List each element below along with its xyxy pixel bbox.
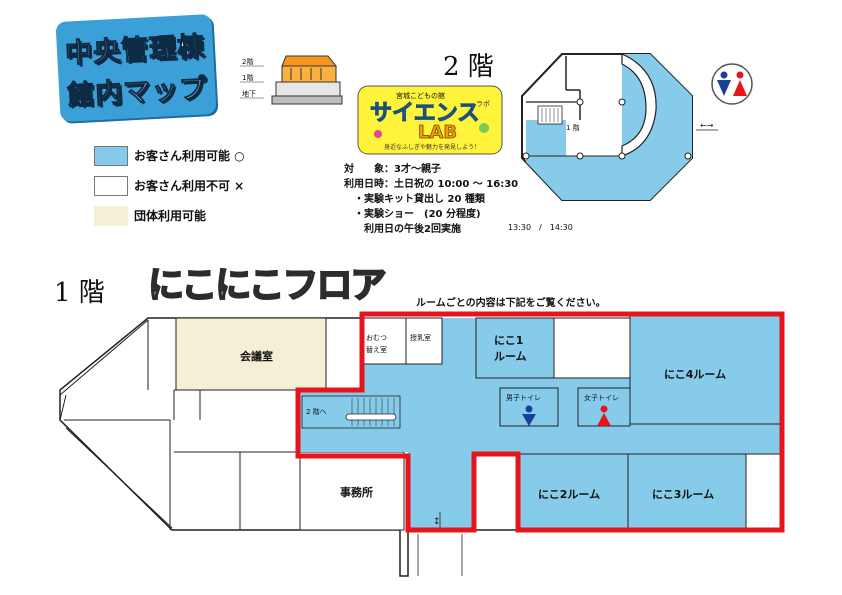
- niko1-room-label-1: にこ1: [494, 334, 523, 347]
- meeting-room: [175, 317, 327, 391]
- diaper-room-label-2: 替え室: [366, 345, 387, 354]
- legend-swatch-unavailable: [94, 176, 128, 196]
- info-kits: ・実験キット貸出し 20 種類: [344, 194, 485, 205]
- floor2-stair-label: 1 階: [566, 123, 580, 132]
- legend-group: 団体利用可能: [134, 209, 207, 223]
- section-label-2f: 2階: [242, 57, 253, 66]
- floor1-label: 1 階: [54, 278, 105, 308]
- floor2-door-arrow: ←→: [700, 121, 714, 130]
- niko4-room: [629, 313, 783, 425]
- lab-logo-top: 宮城こどもの館: [396, 91, 445, 100]
- info-target: 対 象：3才～親子: [344, 164, 441, 175]
- office-room-label: 事務所: [340, 485, 373, 499]
- niko3-room-label: にこ3ルーム: [652, 488, 714, 501]
- info-show-times: 13:30 / 14:30: [508, 223, 573, 232]
- science-lab-logo: 宮城こどもの館 サイエンス ラボ LAB 身近なふしぎや魅力を発見しよう！: [357, 85, 503, 155]
- lab-logo-text: サイエンス: [370, 101, 479, 126]
- niko3-room: [627, 453, 747, 531]
- meeting-room-label: 会議室: [240, 349, 273, 363]
- info-show-times-note: 利用日の午後2回実施: [344, 224, 461, 235]
- lab-logo-ruby: ラボ: [476, 100, 490, 108]
- niko2-room-label: にこ2ルーム: [538, 488, 600, 501]
- legend-swatch-available: [94, 146, 128, 166]
- women-toilet-label: 女子トイレ: [584, 393, 619, 402]
- lab-logo-bottom: 身近なふしぎや魅力を発見しよう！: [384, 143, 480, 151]
- building-section-icon: 2階 1階 地下: [240, 55, 343, 105]
- floor1-note: ルームごとの内容は下記をご覧ください。: [416, 298, 606, 309]
- stairs-to-2f: [301, 395, 401, 429]
- stairs-label: 2 階へ: [306, 407, 327, 416]
- legend-swatch-group: [94, 206, 128, 226]
- legend-available: お客さん利用可能 ○: [134, 149, 245, 163]
- floor2-plan: 1 階 ←→: [521, 53, 718, 201]
- info-show: ・実験ショー (20 分程度): [344, 209, 481, 220]
- women-toilet-icon: [600, 405, 608, 413]
- men-toilet-icon: [525, 405, 533, 413]
- diaper-room-label-1: おむつ: [366, 334, 387, 342]
- restroom-icon: [711, 63, 753, 105]
- section-label-1f: 1階: [242, 73, 253, 82]
- legend-unavailable: お客さん利用不可 ×: [134, 179, 245, 193]
- east-store-room: [745, 453, 783, 531]
- niko1-room-label-2: ルーム: [494, 350, 527, 363]
- entrance-arrow: ↕: [433, 517, 441, 527]
- niko1-room: [475, 317, 555, 379]
- nursing-room-label: 授乳室: [410, 333, 431, 342]
- lab-logo-sub: LAB: [418, 122, 457, 143]
- niko4-room-label: にこ4ルーム: [664, 368, 726, 381]
- info-hours: 利用日時：土日祝の 10:00 ～ 16:30: [344, 179, 519, 190]
- diaper-room: [361, 317, 407, 365]
- storage-room: [553, 317, 631, 379]
- floor2-label: 2 階: [443, 52, 494, 82]
- section-label-b1: 地下: [242, 89, 256, 98]
- niko2-room: [517, 453, 629, 531]
- nikoniko-floor-title: にこにこフロア: [147, 264, 388, 307]
- men-toilet-label: 男子トイレ: [506, 394, 541, 402]
- office-room: [299, 451, 405, 531]
- nikoniko-floor-highlight: [295, 311, 785, 533]
